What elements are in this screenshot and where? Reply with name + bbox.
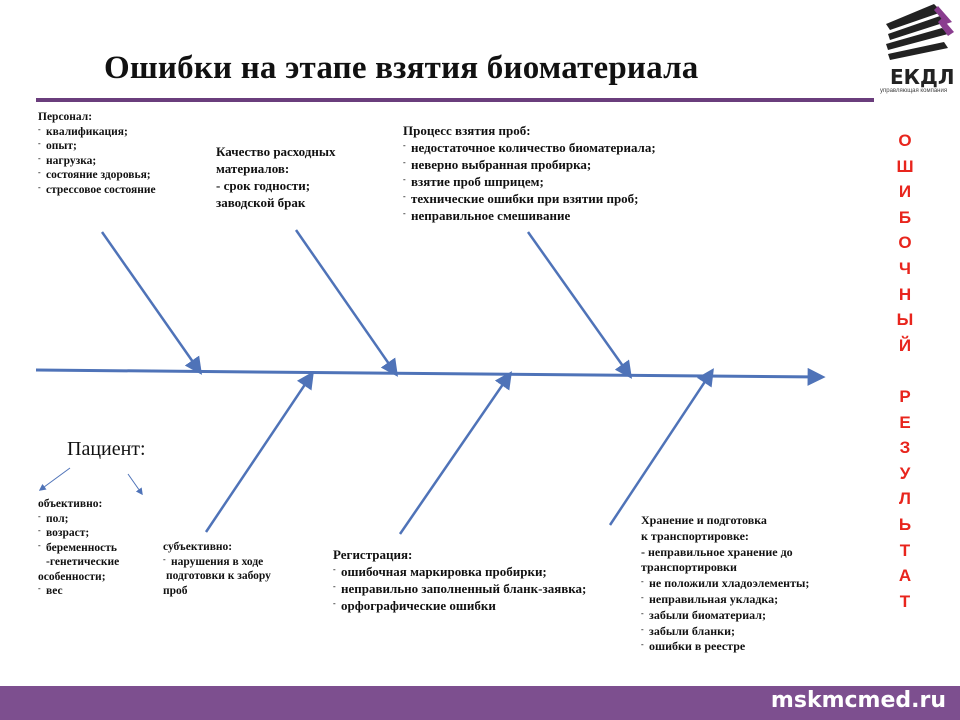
bone-registration	[398, 371, 512, 535]
side-letter: З	[899, 438, 911, 458]
supplies-line: Качество расходных	[216, 144, 336, 159]
list-item: вес	[38, 582, 119, 599]
logo-icon: ЕКДЛ	[886, 4, 954, 89]
process-heading: Процесс взятия проб:	[403, 123, 531, 138]
logo-subtitle: управляющая компания	[880, 88, 948, 94]
list-item: орфографические ошибки	[333, 595, 586, 614]
subjective-tail-line: проб	[163, 584, 188, 597]
arrow-patient-subjective	[127, 473, 143, 496]
bone-personnel	[100, 231, 203, 375]
side-letter: Й	[898, 335, 912, 355]
supplies-line: - срок годности;	[216, 178, 311, 193]
supplies-line: материалов:	[216, 161, 290, 176]
patient-objective-block: объективно: пол; возраст; беременность -…	[38, 497, 119, 599]
side-letter: Л	[899, 489, 911, 509]
arrow-patient-objective	[38, 467, 71, 491]
list-item: возраст;	[38, 524, 119, 541]
side-letter: О	[898, 233, 912, 253]
list-item: опыт;	[38, 137, 156, 154]
supplies-line: заводской брак	[216, 195, 306, 210]
side-letter: О	[898, 131, 912, 150]
objective-tail-line: особенности;	[38, 570, 106, 583]
objective-tail-line: -генетические	[46, 556, 120, 568]
registration-block: Регистрация: ошибочная маркировка пробир…	[333, 546, 586, 614]
side-letter: Ш	[896, 156, 914, 176]
patient-subjective-block: субъективно: нарушения в ходе подготовки…	[163, 540, 271, 598]
list-item: ошибочная маркировка пробирки;	[333, 561, 586, 580]
storage-heading-line: - неправильное хранение до	[641, 544, 793, 559]
storage-block: Хранение и подготовка к транспортировке:…	[641, 513, 809, 655]
personnel-heading: Персонал:	[38, 111, 93, 123]
bone-storage	[608, 368, 714, 526]
supplies-block: Качество расходных материалов: - срок го…	[216, 143, 336, 211]
storage-heading-line: Хранение и подготовка	[641, 513, 767, 527]
subjective-tail-line: подготовки к забору	[166, 570, 271, 582]
title-divider	[36, 98, 874, 102]
list-item: неправильно заполненный бланк-заявка;	[333, 578, 586, 597]
list-item: ошибки в реестре	[641, 637, 809, 655]
spine-arrow	[35, 367, 826, 386]
list-item: нарушения в ходе	[163, 553, 271, 570]
side-letter: Ь	[898, 514, 912, 534]
list-item: квалификация;	[38, 123, 156, 140]
list-item: неверно выбранная пробирка;	[403, 154, 656, 173]
list-item: не положили хладоэлементы;	[641, 574, 809, 592]
side-letter: А	[898, 566, 912, 586]
list-item: недостаточное количество биоматериала;	[403, 137, 656, 156]
side-letter: Р	[899, 386, 911, 406]
side-letter: У	[899, 463, 911, 483]
list-item: забыли бланки;	[641, 622, 809, 640]
side-letter: Ч	[899, 258, 911, 278]
list-item: пол;	[38, 510, 119, 527]
side-letter: Е	[899, 412, 911, 432]
bone-supplies	[294, 229, 398, 377]
side-letter: Ы	[896, 310, 914, 330]
list-item: неправильная укладка;	[641, 590, 809, 608]
storage-heading-line: транспортировки	[641, 560, 737, 575]
side-word-vertical: О Ш И Б О Ч Н Ы Й Р Е З У Л Ь Т А Т	[892, 128, 918, 614]
process-block: Процесс взятия проб: недостаточное колич…	[403, 122, 656, 224]
subjective-heading: субъективно:	[163, 541, 233, 553]
side-letter: Т	[899, 591, 911, 611]
side-letter: Н	[898, 284, 912, 304]
list-item: технические ошибки при взятии проб;	[403, 188, 656, 207]
side-letter: Т	[899, 540, 911, 560]
objective-heading: объективно:	[38, 498, 103, 510]
list-item: нагрузка;	[38, 152, 156, 169]
bone-process	[526, 231, 633, 379]
side-letter: Б	[898, 207, 912, 227]
list-item: беременность	[38, 539, 119, 556]
list-item: забыли биоматериал;	[641, 606, 809, 624]
storage-heading-line: к транспортировке:	[641, 528, 749, 543]
list-item: стрессовое состояние	[38, 181, 156, 198]
list-item: взятие проб шприцем;	[403, 171, 656, 190]
bone-patient	[204, 371, 314, 533]
patient-label: Пациент:	[67, 438, 146, 460]
footer-site-link[interactable]: mskmcmed.ru	[770, 688, 946, 713]
side-letter: И	[898, 182, 912, 202]
footer-bar: mskmcmed.ru	[0, 686, 960, 720]
registration-heading: Регистрация:	[333, 547, 413, 562]
list-item: неправильное смешивание	[403, 205, 656, 224]
personnel-block: Персонал: квалификация; опыт; нагрузка; …	[38, 110, 156, 197]
page-title: Ошибки на этапе взятия биоматериала	[104, 50, 699, 86]
list-item: состояние здоровья;	[38, 166, 156, 183]
logo-text: ЕКДЛ	[890, 65, 954, 89]
